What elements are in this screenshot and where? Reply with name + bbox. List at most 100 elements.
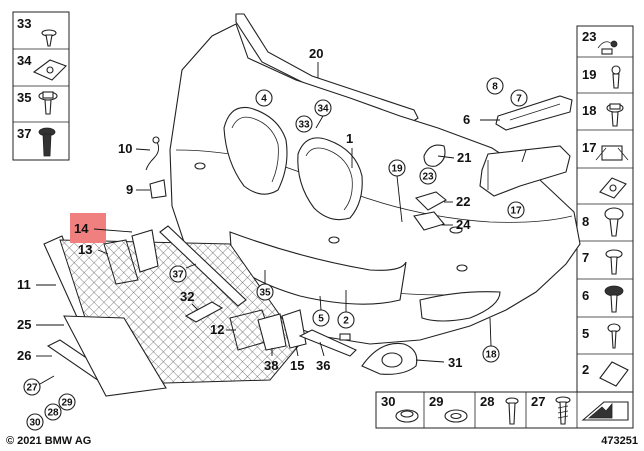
svg-text:30: 30	[29, 418, 41, 429]
callout-17-panel: 17	[582, 140, 596, 155]
panel-item-27[interactable]: 27	[531, 394, 571, 425]
kidney-grille-right[interactable]	[297, 137, 363, 221]
callout-35[interactable]: 35	[256, 270, 274, 301]
drawing-number: 473251	[601, 435, 638, 447]
callout-2[interactable]: 2	[337, 290, 355, 329]
callout-28-panel: 28	[480, 394, 494, 409]
part-14-bracket[interactable]	[131, 229, 159, 273]
panel-item-35[interactable]: 35	[17, 90, 58, 115]
panel-item-23[interactable]: 23	[582, 29, 618, 55]
callout-19[interactable]: 19	[388, 159, 406, 223]
part-9-clip[interactable]	[149, 179, 167, 199]
callout-24[interactable]: 24	[456, 217, 471, 232]
callout-4[interactable]: 4	[255, 89, 273, 107]
callout-9[interactable]: 9	[126, 182, 133, 197]
callout-7[interactable]: 7	[510, 89, 528, 107]
panel-item-6[interactable]: 6	[582, 285, 624, 313]
highlight-box-14	[70, 213, 106, 243]
callout-17[interactable]: 17	[507, 201, 525, 219]
callout-21[interactable]: 21	[457, 150, 471, 165]
callout-20[interactable]: 20	[309, 46, 323, 61]
part-36-clip-strip[interactable]	[298, 329, 357, 357]
svg-text:37: 37	[172, 270, 184, 281]
callout-22[interactable]: 22	[456, 194, 470, 209]
callout-25[interactable]: 25	[17, 317, 31, 332]
callout-36[interactable]: 36	[316, 358, 330, 373]
callout-18[interactable]: 18	[482, 317, 500, 363]
callout-23[interactable]: 23	[419, 167, 437, 185]
callout-29-panel: 29	[429, 394, 443, 409]
callout-13[interactable]: 13	[78, 242, 92, 257]
callout-5[interactable]: 5	[312, 295, 330, 327]
part-20-carrier-strip[interactable]	[235, 13, 419, 123]
callout-32[interactable]: 32	[180, 289, 194, 304]
copyright-text: © 2021 BMW AG	[6, 435, 91, 447]
callout-34: 34	[17, 53, 32, 68]
part-24-holder[interactable]	[413, 211, 445, 231]
panel-item-33[interactable]: 33	[17, 16, 57, 47]
side-intake-right[interactable]	[419, 291, 501, 322]
callout-33: 33	[17, 16, 31, 31]
panel-item-8[interactable]: 8	[582, 207, 624, 237]
right-parts-panel: 23 19 18 17 8	[576, 25, 634, 393]
bottom-parts-panel: 30 29 28 27	[375, 391, 634, 429]
mount-hole	[328, 236, 340, 244]
lower-air-intake[interactable]	[229, 231, 407, 305]
callout-30-panel: 30	[381, 394, 395, 409]
part-13-mesh-insert[interactable]	[103, 239, 139, 285]
panel-item-16[interactable]	[599, 177, 627, 199]
part-37-trim-strip[interactable]	[159, 225, 247, 307]
part-6-bracket[interactable]	[495, 95, 573, 131]
callout-30[interactable]: 30	[26, 413, 44, 431]
panel-item-34[interactable]: 34	[17, 53, 67, 81]
panel-item-2[interactable]: 2	[582, 361, 629, 387]
panel-item-29[interactable]: 29	[429, 394, 468, 423]
part-21-tow-hook-cap[interactable]	[423, 144, 446, 167]
callout-8-panel: 8	[582, 214, 589, 229]
callout-29[interactable]: 29	[58, 393, 76, 411]
mount-hole	[449, 226, 463, 234]
part-2-clip[interactable]	[339, 333, 351, 341]
callout-38[interactable]: 38	[264, 358, 278, 373]
part-32-bracket[interactable]	[184, 301, 224, 323]
callout-34[interactable]: 34	[314, 99, 332, 129]
callout-27[interactable]: 27	[23, 375, 55, 396]
callout-2-panel: 2	[582, 362, 589, 377]
panel-item-19[interactable]: 19	[582, 65, 621, 89]
part-25-plate-holder[interactable]	[63, 315, 167, 397]
callout-8[interactable]: 8	[486, 77, 504, 95]
svg-text:7: 7	[516, 94, 522, 105]
callout-26[interactable]: 26	[17, 348, 31, 363]
part-15-fog-cover[interactable]	[281, 309, 307, 349]
part-22-holder[interactable]	[414, 191, 447, 211]
callout-33[interactable]: 33	[295, 115, 313, 133]
part-16-air-duct[interactable]	[479, 145, 571, 197]
callout-28[interactable]: 28	[44, 403, 62, 421]
panel-item-28[interactable]: 28	[480, 394, 519, 425]
svg-text:18: 18	[485, 350, 497, 361]
callouts: 20 1 6 21 22 24 10 9 14 13 11 25 26 32 1…	[17, 46, 527, 373]
svg-text:34: 34	[317, 104, 329, 115]
mount-hole	[194, 162, 206, 170]
callout-14[interactable]: 14	[74, 221, 89, 236]
svg-text:4: 4	[261, 94, 267, 105]
panel-item-arrow[interactable]	[581, 401, 629, 421]
panel-item-30[interactable]: 30	[381, 394, 419, 423]
callout-10[interactable]: 10	[118, 141, 132, 156]
callout-11[interactable]: 11	[17, 277, 31, 292]
part-10-wire[interactable]	[145, 139, 159, 171]
part-38-fog-ring[interactable]	[257, 313, 287, 351]
callout-12[interactable]: 12	[210, 322, 224, 337]
panel-item-5[interactable]: 5	[582, 323, 621, 349]
panel-item-7[interactable]: 7	[582, 249, 623, 275]
kidney-grille-left[interactable]	[223, 106, 288, 195]
svg-text:27: 27	[26, 383, 38, 394]
callout-6[interactable]: 6	[463, 112, 470, 127]
panel-item-37[interactable]: 37	[17, 126, 56, 157]
callout-31[interactable]: 31	[448, 355, 462, 370]
callout-15[interactable]: 15	[290, 358, 304, 373]
callout-1[interactable]: 1	[346, 131, 353, 146]
callout-37[interactable]: 37	[169, 263, 197, 283]
panel-item-18[interactable]: 18	[582, 103, 624, 127]
panel-item-17[interactable]: 17	[582, 140, 629, 161]
